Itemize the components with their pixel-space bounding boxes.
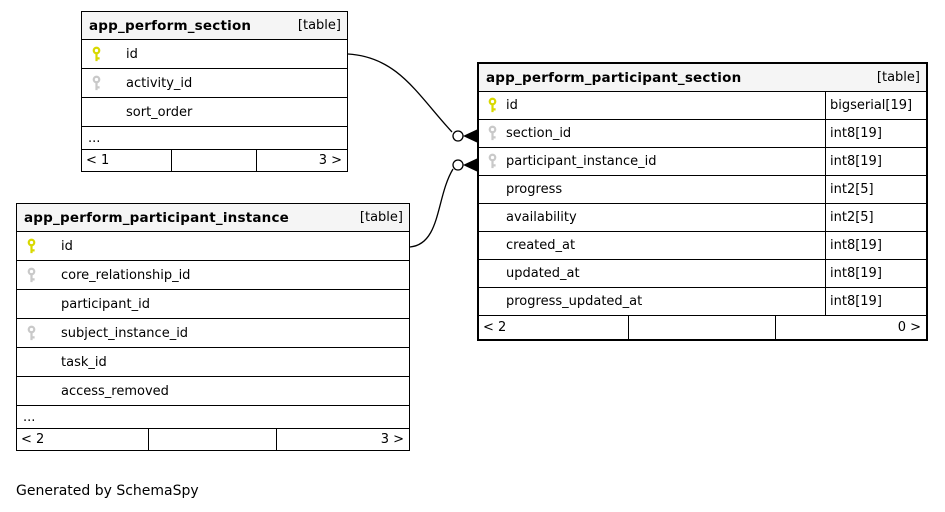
column-name: created_at [506,238,576,253]
foreign-key-icon [26,267,37,284]
table-header: app_perform_section [table] [82,12,347,40]
children-count: < 2 [483,320,507,335]
column-name: activity_id [126,75,193,91]
column-type: int8[19] [825,148,926,175]
footer-middle-cell [148,429,276,450]
table-header: app_perform_participant_section [table] [479,64,926,92]
column-row: task_id [17,348,409,377]
table-node-app-perform-participant-instance[interactable]: app_perform_participant_instance [table]… [16,203,410,451]
parents-count: 3 > [276,429,409,450]
primary-key-icon [487,97,498,114]
zero-or-one-circle [452,159,464,171]
primary-key-icon [91,46,102,63]
table-name: app_perform_participant_instance [24,209,290,226]
column-row: updated_at int8[19] [479,260,926,288]
foreign-key-icon [487,125,498,142]
column-name: core_relationship_id [61,267,191,283]
foreign-key-icon [487,153,498,170]
column-type: int2[5] [825,204,926,231]
table-footer: < 1 3 > [82,150,347,171]
column-name: task_id [61,354,107,370]
column-type: int8[19] [825,260,926,287]
column-row: progress_updated_at int8[19] [479,288,926,316]
column-row: progress int2[5] [479,176,926,204]
parents-count: 3 > [256,150,347,171]
elided-columns-row: ... [82,127,347,150]
column-name: id [506,98,518,113]
crow-foot-icon [463,129,478,143]
column-row: sort_order [82,98,347,127]
column-name: participant_instance_id [506,154,657,169]
table-footer: < 2 3 > [17,429,409,450]
column-type: int8[19] [825,120,926,147]
column-name: subject_instance_id [61,325,189,341]
column-row: access_removed [17,377,409,406]
zero-or-one-circle [452,130,464,142]
column-name: id [126,46,138,62]
generator-credit: Generated by SchemaSpy [16,483,199,499]
relationship-curve-section-id [347,53,453,133]
column-type: int8[19] [825,288,926,315]
column-row: subject_instance_id [17,319,409,348]
column-name: participant_id [61,296,150,312]
column-row: availability int2[5] [479,204,926,232]
column-name: sort_order [126,104,193,120]
column-row: core_relationship_id [17,261,409,290]
footer-middle-cell [170,150,257,171]
relationship-curve-participant-instance-id [409,168,454,248]
table-tag: [table] [359,210,403,225]
column-row: id [82,40,347,69]
column-type: int2[5] [825,176,926,203]
footer-middle-cell [628,316,774,339]
column-name: section_id [506,126,572,141]
table-tag: [table] [876,70,920,85]
column-name: updated_at [506,266,580,281]
column-row: id bigserial[19] [479,92,926,120]
table-tag: [table] [297,18,341,33]
column-row: participant_instance_id int8[19] [479,148,926,176]
table-name: app_perform_section [89,17,252,34]
column-name: progress_updated_at [506,294,643,309]
crow-foot-icon [463,158,478,172]
column-name: id [61,238,73,254]
children-count: < 2 [21,432,45,447]
column-row: activity_id [82,69,347,98]
table-header: app_perform_participant_instance [table] [17,204,409,232]
column-name: availability [506,210,577,225]
column-type: bigserial[19] [825,92,926,119]
elided-columns-row: ... [17,406,409,429]
children-count: < 1 [86,153,110,168]
column-name: access_removed [61,383,169,399]
column-type: int8[19] [825,232,926,259]
table-node-app-perform-section[interactable]: app_perform_section [table] id activity_… [81,11,348,172]
column-row: participant_id [17,290,409,319]
column-row: created_at int8[19] [479,232,926,260]
table-node-app-perform-participant-section[interactable]: app_perform_participant_section [table] … [477,62,928,341]
foreign-key-icon [26,325,37,342]
table-footer: < 2 0 > [479,316,926,339]
foreign-key-icon [91,75,102,92]
column-row: id [17,232,409,261]
column-name: progress [506,182,563,197]
primary-key-icon [26,238,37,255]
table-name: app_perform_participant_section [486,69,742,86]
column-row: section_id int8[19] [479,120,926,148]
parents-count: 0 > [774,316,926,339]
